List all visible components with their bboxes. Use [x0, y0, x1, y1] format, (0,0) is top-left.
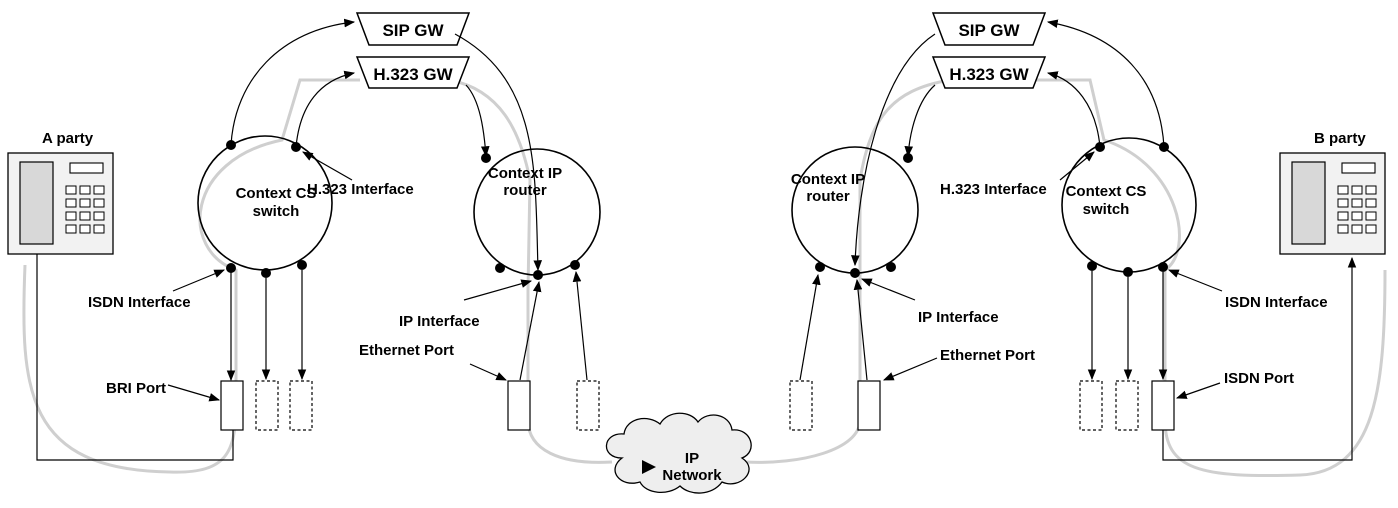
bri-port-pointer: [167, 384, 221, 402]
bri-port: [220, 380, 244, 431]
ethernet-port-right: [857, 380, 881, 431]
arc-cs-to-sip-left: [230, 18, 356, 146]
h323-interface-right-pointer: [1059, 151, 1095, 181]
isdn-interface-left-label: ISDN Interface: [88, 294, 191, 311]
eth-to-ip-left: [519, 280, 542, 381]
port-unused: [789, 380, 813, 431]
h323-interface-right-label: H.323 Interface: [940, 181, 1047, 198]
context-ip-left-line1: Context IP: [488, 165, 562, 182]
port-unused: [255, 380, 279, 431]
port-unused: [289, 380, 313, 431]
h323-gw-right-label: H.323 GW: [949, 65, 1029, 84]
arc-h323-to-ip-left: [465, 84, 490, 158]
interface-dot: [297, 260, 307, 270]
port-unused: [576, 380, 600, 431]
a-party-phone: [7, 152, 114, 255]
sip-gateway-left: [355, 12, 471, 46]
interface-dot: [1159, 142, 1169, 152]
interface-dot: [1158, 262, 1168, 272]
isdn-port-pointer: [1175, 382, 1221, 399]
interface-dot: [1095, 142, 1105, 152]
port-to-ip-right: [799, 273, 821, 381]
port-to-ip-left: [572, 270, 588, 381]
a-party-label: A party: [42, 130, 94, 147]
ethernet-port-left-label: Ethernet Port: [359, 342, 454, 359]
bri-port-label: BRI Port: [106, 380, 166, 397]
h323-gw-left-label: H.323 GW: [373, 65, 453, 84]
a-party-wire: [36, 254, 234, 461]
arc-cs-to-sip-right: [1046, 19, 1165, 148]
interface-dot: [570, 260, 580, 270]
interface-dot: [226, 263, 236, 273]
isdn-port-label: ISDN Port: [1224, 370, 1294, 387]
h323-interface-left-label: H.323 Interface: [307, 181, 414, 198]
context-cs-right-line1: Context CS: [1066, 183, 1147, 200]
arc-sip-to-ip-left: [454, 33, 543, 272]
isdn-interface-right-pointer: [1167, 269, 1223, 292]
h323-interface-left-pointer: [302, 151, 353, 181]
sip-gw-right-label: SIP GW: [958, 21, 1020, 40]
arc-cs-to-h323-right: [1046, 71, 1101, 148]
ethernet-port-right-pointer: [883, 357, 938, 381]
interface-dot: [481, 153, 491, 163]
ethernet-port-right-label: Ethernet Port: [940, 347, 1035, 364]
port-unused: [1115, 380, 1139, 431]
sip-gw-left-label: SIP GW: [382, 21, 444, 40]
ethernet-port-left-pointer: [469, 363, 507, 381]
ethernet-port-left: [507, 380, 531, 431]
eth-to-ip-right: [853, 278, 868, 381]
interface-dot: [291, 142, 301, 152]
port-unused: [1079, 380, 1103, 431]
interface-dot: [533, 270, 543, 280]
isdn-interface-right-label: ISDN Interface: [1225, 294, 1328, 311]
context-ip-right-line1: Context IP: [791, 171, 865, 188]
b-party-phone: [1279, 152, 1386, 255]
interface-dot: [903, 153, 913, 163]
h323-gateway-left: [355, 56, 471, 89]
isdn-interface-left-pointer: [172, 269, 225, 292]
interface-dot: [886, 262, 896, 272]
network-label-line2: Network: [662, 467, 722, 484]
interface-dot: [1087, 261, 1097, 271]
arc-h323-to-ip-right: [904, 84, 936, 158]
interface-dot: [261, 268, 271, 278]
ip-interface-right-label: IP Interface: [918, 309, 999, 326]
ip-interface-right-pointer: [860, 278, 916, 301]
interface-dot: [850, 268, 860, 278]
h323-gateway-right: [931, 56, 1047, 89]
context-ip-left-line2: router: [503, 182, 547, 199]
b-party-label: B party: [1314, 130, 1366, 147]
isdn-port: [1151, 380, 1175, 431]
interface-dot: [1123, 267, 1133, 277]
interface-dot: [226, 140, 236, 150]
ip-interface-left-label: IP Interface: [399, 313, 480, 330]
context-cs-left-line1: Context CS: [236, 185, 317, 202]
arc-cs-to-h323-left: [295, 70, 356, 148]
ip-network-cloud: [605, 412, 752, 494]
arc-sip-to-ip-right: [851, 33, 936, 267]
network-label-line1: IP: [685, 450, 699, 467]
sip-gateway-right: [931, 12, 1047, 46]
b-party-wire: [1162, 256, 1357, 461]
context-cs-right-line2: switch: [1083, 201, 1130, 218]
ip-interface-left-pointer: [463, 279, 533, 301]
context-ip-right-line2: router: [806, 188, 850, 205]
interface-dot: [815, 262, 825, 272]
interface-dot: [495, 263, 505, 273]
context-cs-left-line2: switch: [253, 203, 300, 220]
